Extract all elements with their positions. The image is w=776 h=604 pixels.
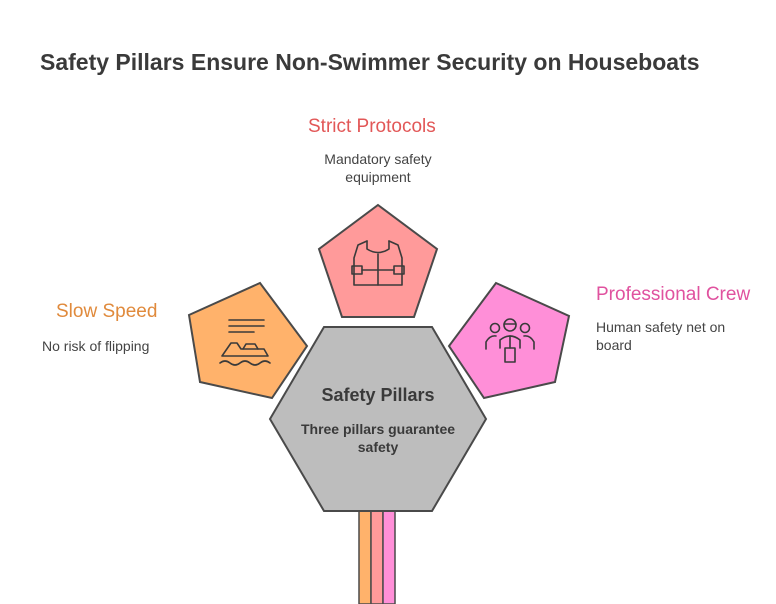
page-title: Safety Pillars Ensure Non-Swimmer Securi… xyxy=(40,49,700,75)
pillar-title-strict-protocols: Strict Protocols xyxy=(308,116,436,137)
crew-icon xyxy=(485,318,535,363)
center-description: Three pillars guarantee safety xyxy=(300,421,456,455)
stem-orange xyxy=(358,504,372,604)
center-hexagon xyxy=(268,326,488,512)
pentagon-professional-crew xyxy=(447,281,571,400)
pillar-desc-strict-protocols: Mandatory safety equipment xyxy=(324,151,432,185)
life-vest-icon xyxy=(351,240,405,286)
speedboat-icon xyxy=(219,319,271,366)
pillar-desc-slow-speed: No risk of flipping xyxy=(42,338,150,354)
stem-pink xyxy=(382,504,396,604)
pillar-title-professional-crew: Professional Crew xyxy=(596,284,751,305)
stem-red xyxy=(370,504,384,604)
center-title: Safety Pillars xyxy=(321,385,435,405)
pentagon-slow-speed xyxy=(187,281,309,400)
pillar-title-slow-speed: Slow Speed xyxy=(56,301,158,322)
pillar-desc-professional-crew: Human safety net on board xyxy=(596,319,726,353)
